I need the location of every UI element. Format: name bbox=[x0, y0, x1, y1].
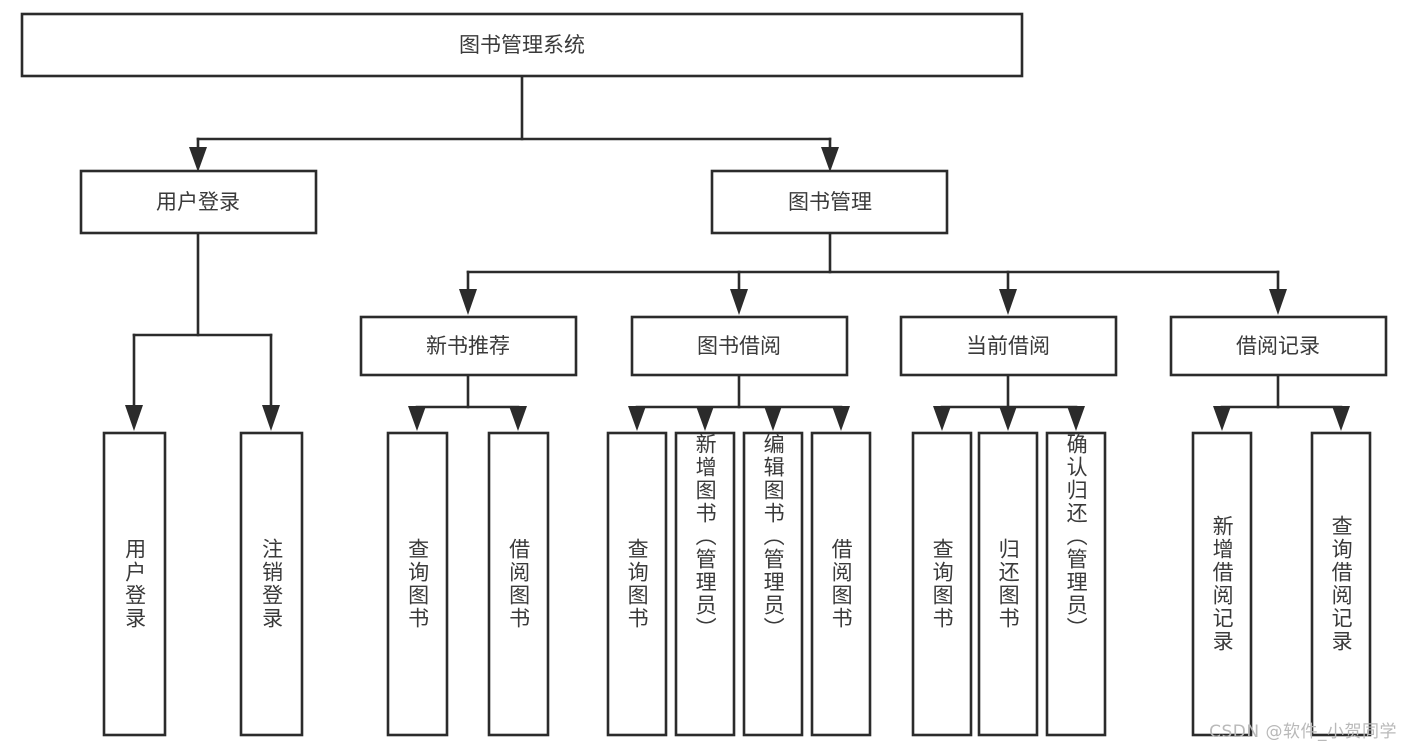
connector-current-to-leaves bbox=[933, 373, 1085, 431]
node-box[interactable] bbox=[487, 431, 550, 737]
arrow-icon bbox=[628, 406, 646, 431]
node-label-root: 图书管理系统 bbox=[459, 33, 585, 57]
node-box[interactable] bbox=[386, 431, 449, 737]
node-box[interactable] bbox=[911, 431, 973, 737]
node-box[interactable] bbox=[606, 431, 668, 737]
connector-bookmgmt-to-level3 bbox=[459, 231, 1287, 315]
node-box[interactable] bbox=[20, 12, 1024, 78]
arrow-icon bbox=[821, 147, 839, 172]
arrow-icon bbox=[1067, 406, 1085, 431]
node-label-book-management: 图书管理 bbox=[788, 190, 872, 214]
arrow-icon bbox=[459, 289, 477, 315]
arrow-icon bbox=[999, 289, 1017, 315]
node-root[interactable]: 图书管理系统 bbox=[20, 12, 1024, 78]
arrow-icon bbox=[408, 406, 426, 431]
node-label-borrow-records: 借阅记录 bbox=[1236, 334, 1320, 358]
arrow-icon bbox=[1269, 289, 1287, 315]
node-label-user-login: 用户登录 bbox=[156, 190, 240, 214]
node-user-login[interactable]: 用户登录 bbox=[79, 169, 318, 235]
connector-root-to-level2 bbox=[189, 74, 839, 172]
node-box[interactable] bbox=[102, 431, 167, 737]
node-box[interactable] bbox=[899, 315, 1118, 377]
node-box[interactable] bbox=[810, 431, 872, 737]
node-book-management[interactable]: 图书管理 bbox=[710, 169, 949, 235]
node-box[interactable] bbox=[359, 315, 578, 377]
node-box[interactable] bbox=[630, 315, 849, 377]
connector-records-to-leaves bbox=[1213, 373, 1350, 431]
node-label-new-book-recommend: 新书推荐 bbox=[426, 334, 510, 358]
node-box[interactable] bbox=[674, 431, 736, 737]
arrow-icon bbox=[1213, 406, 1231, 431]
node-new-book-recommend[interactable]: 新书推荐 bbox=[359, 315, 578, 377]
node-label-book-borrow: 图书借阅 bbox=[697, 334, 781, 358]
arrow-icon bbox=[730, 289, 748, 315]
node-book-borrow[interactable]: 图书借阅 bbox=[630, 315, 849, 377]
connector-userlogin-to-leaves bbox=[125, 230, 280, 431]
node-label-current-borrow: 当前借阅 bbox=[966, 334, 1050, 358]
connector-newbook-to-leaves bbox=[408, 373, 527, 431]
watermark: CSDN @软件_小贺同学 bbox=[1209, 722, 1397, 742]
arrow-icon bbox=[1332, 406, 1350, 431]
node-box[interactable] bbox=[1169, 315, 1388, 377]
node-box[interactable] bbox=[1310, 431, 1372, 737]
arrow-icon bbox=[764, 406, 782, 431]
node-box[interactable] bbox=[742, 431, 804, 737]
node-borrow-records[interactable]: 借阅记录 bbox=[1169, 315, 1388, 377]
node-box[interactable] bbox=[1045, 431, 1107, 737]
arrow-icon bbox=[262, 405, 280, 431]
arrow-icon bbox=[696, 406, 714, 431]
leaf-boxes bbox=[102, 431, 1372, 737]
arrow-icon bbox=[933, 406, 951, 431]
node-box[interactable] bbox=[1191, 431, 1253, 737]
arrow-icon bbox=[999, 406, 1017, 431]
arrow-icon bbox=[832, 406, 850, 431]
node-box[interactable] bbox=[239, 431, 304, 737]
arrow-icon bbox=[509, 406, 527, 431]
node-box[interactable] bbox=[79, 169, 318, 235]
node-box[interactable] bbox=[710, 169, 949, 235]
node-box[interactable] bbox=[977, 431, 1039, 737]
arrow-icon bbox=[189, 147, 207, 172]
connector-borrow-to-leaves bbox=[628, 373, 850, 431]
node-current-borrow[interactable]: 当前借阅 bbox=[899, 315, 1118, 377]
arrow-icon bbox=[125, 405, 143, 431]
